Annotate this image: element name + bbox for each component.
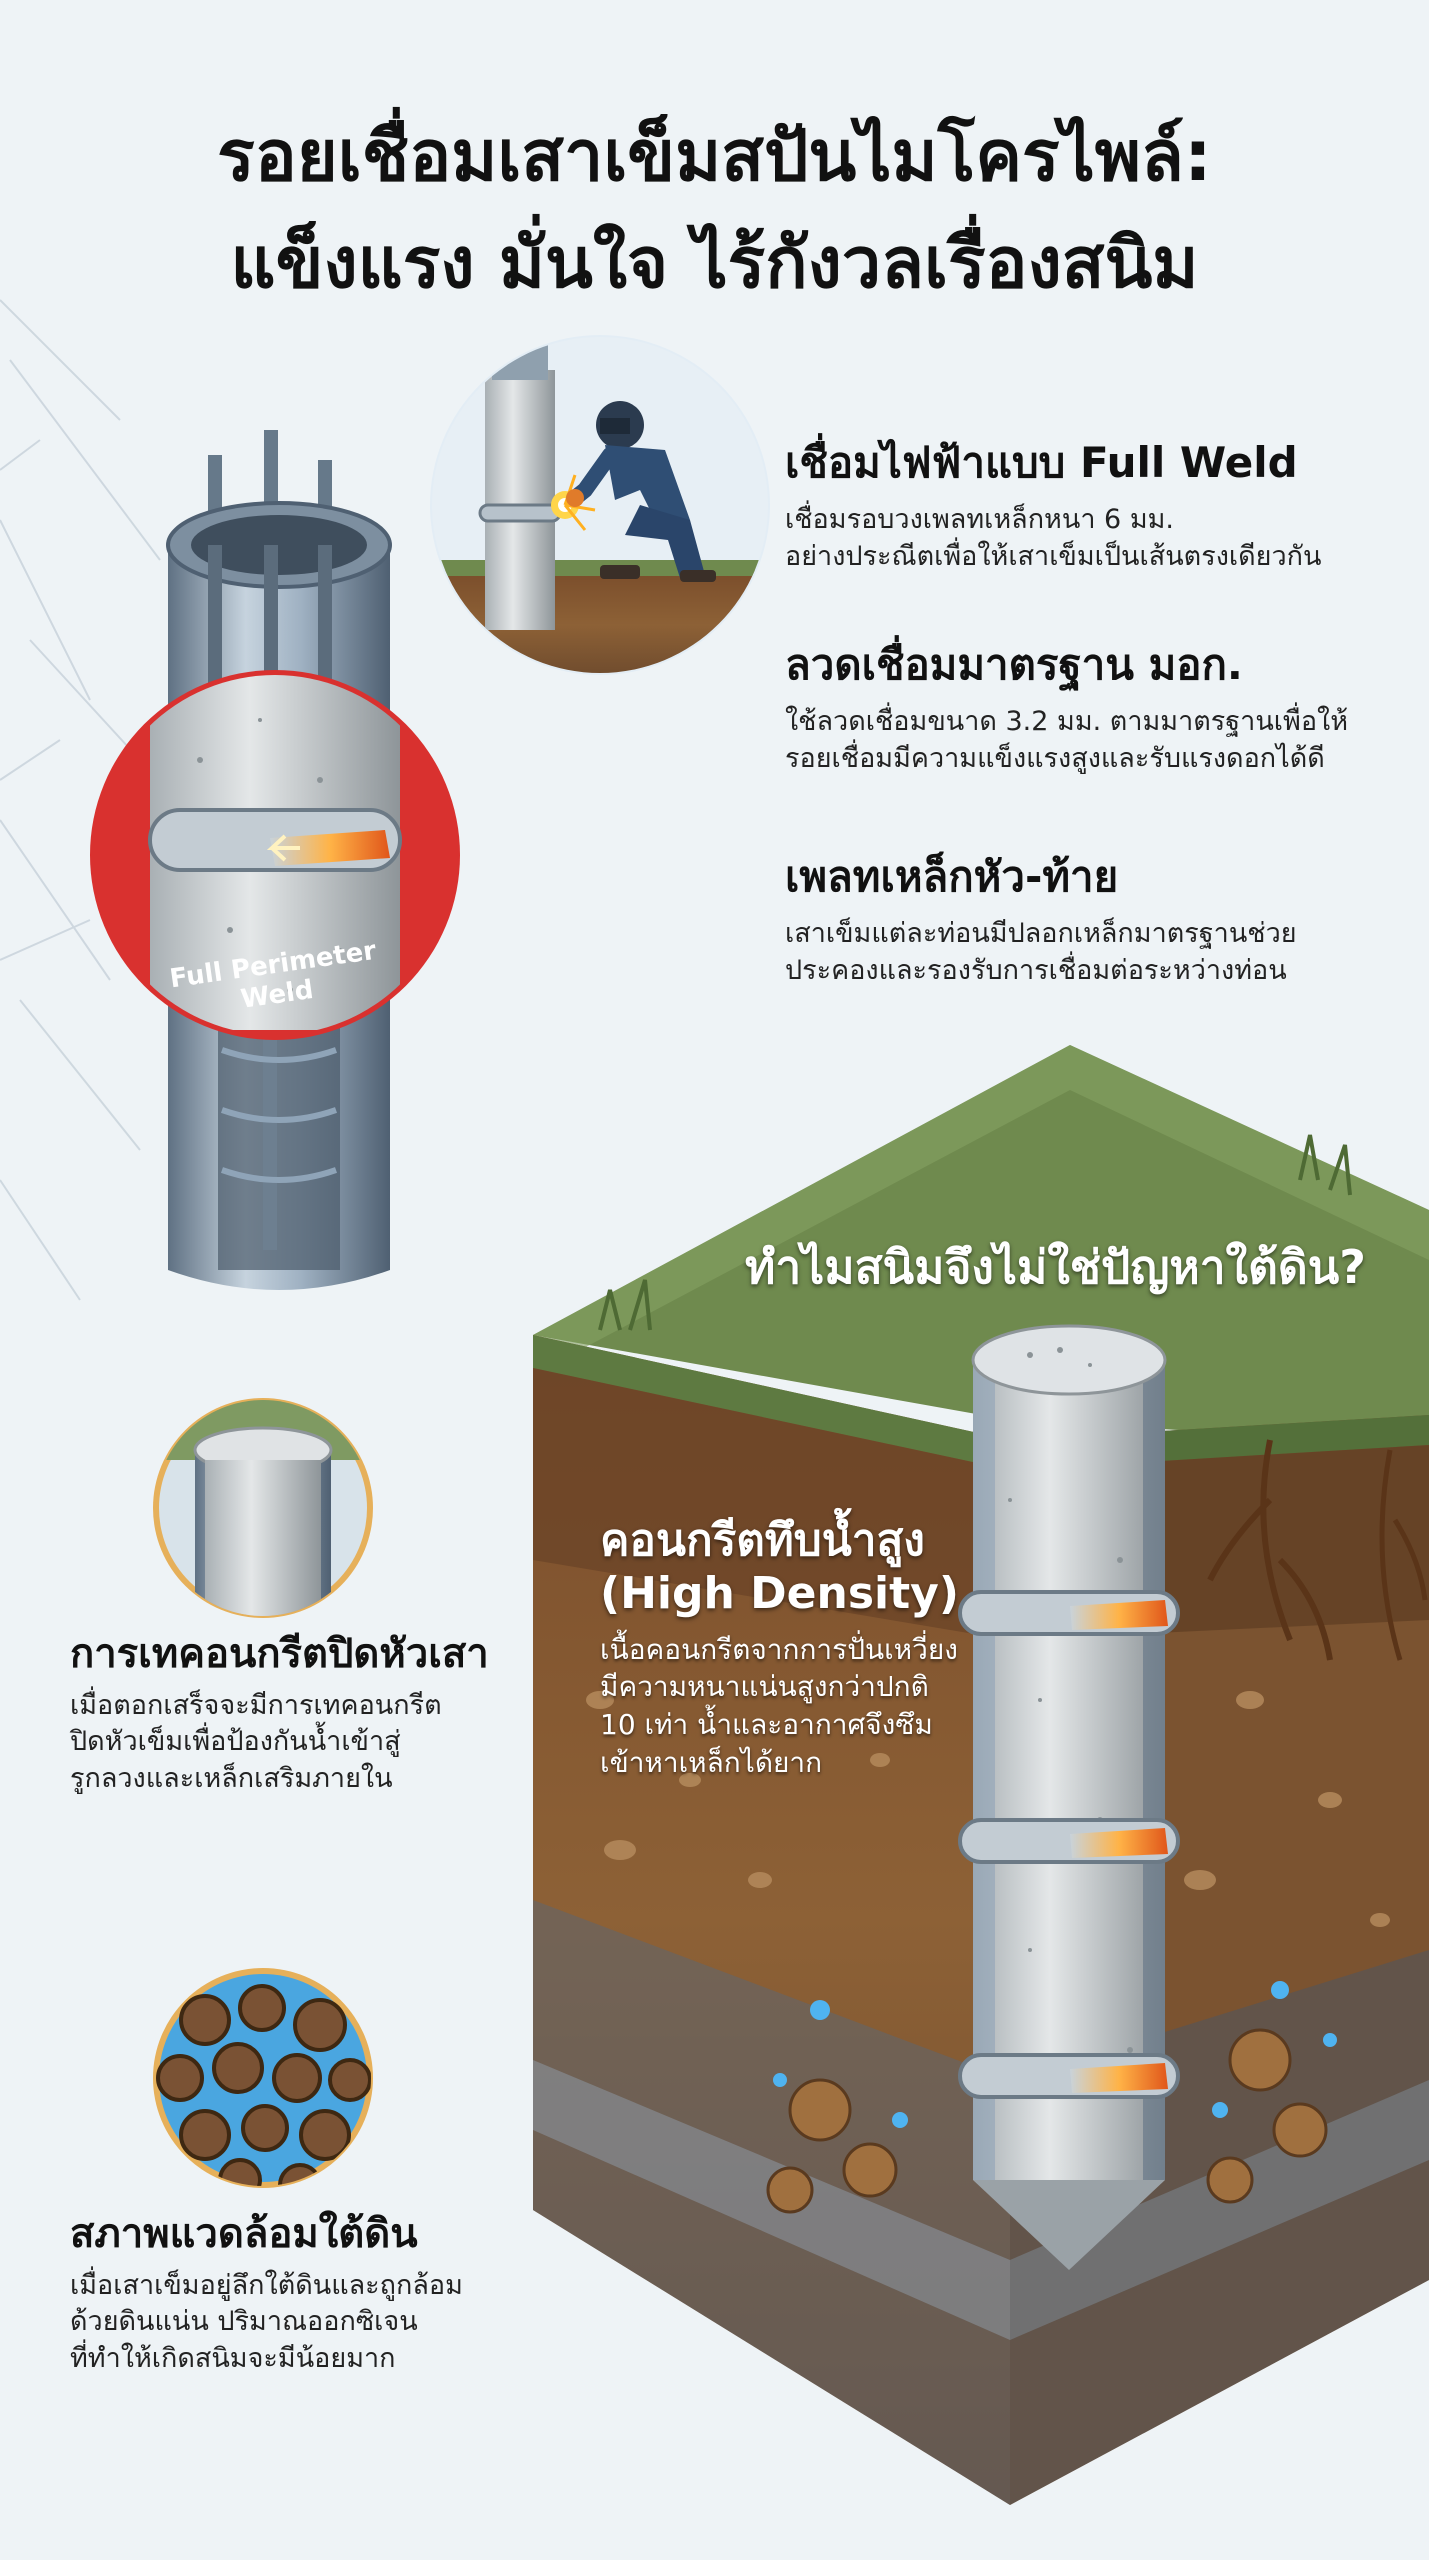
feature-desc-line: เสาเข็มแต่ละท่อนมีปลอกเหล็กมาตรฐานช่วย — [785, 918, 1297, 950]
page-title-line1: รอยเชื่อมเสาเข็มสปันไมโครไพล์: — [217, 115, 1212, 197]
concrete-desc-line: เนื้อคอนกรีตจากการปั่นเหวี่ยง — [600, 1632, 958, 1666]
cross-section-question: ทำไมสนิมจึงไม่ใช่ปัญหาใต้ดิน? — [745, 1240, 1366, 1294]
pile-cap-desc-line: ปิดหัวเข็มเพื่อป้องกันน้ำเข้าสู่ — [70, 1726, 401, 1758]
buried-pile — [766, 1324, 1337, 2270]
concrete-heading-line2: (High Density) — [600, 1567, 959, 1619]
weld-closeup-badge — [90, 670, 460, 1040]
soil-heading: สภาพแวดล้อมใต้ดิน — [70, 2211, 418, 2257]
feature-item: ลวดเชื่อมมาตรฐาน มอก. ใช้ลวดเชื่อมขนาด 3… — [785, 640, 1405, 852]
background-sketch-lines — [0, 299, 161, 1301]
soil-environment-illustration — [153, 1968, 373, 2188]
feature-desc-line: เชื่อมรอบวงเพลทเหล็กหนา 6 มม. — [785, 504, 1174, 536]
soil-desc-line: ที่ทำให้เกิดสนิมจะมีน้อยมาก — [70, 2342, 396, 2374]
soil-environment-section: สภาพแวดล้อมใต้ดิน เมื่อเสาเข็มอยู่ลึกใต้… — [70, 2210, 530, 2377]
soil-desc-line: ด้วยดินแน่น ปริมาณออกซิเจน — [70, 2306, 418, 2338]
feature-item: เพลทเหล็กหัว-ท้าย เสาเข็มแต่ละท่อนมีปลอก… — [785, 852, 1405, 989]
pile-cap-desc-line: รูกลวงและเหล็กเสริมภายใน — [70, 1762, 393, 1794]
feature-desc-line: ใช้ลวดเชื่อมขนาด 3.2 มม. ตามมาตรฐานเพื่อ… — [785, 706, 1349, 738]
soil-desc-line: เมื่อเสาเข็มอยู่ลึกใต้ดินและถูกล้อม — [70, 2270, 463, 2301]
ground-cross-section — [533, 1045, 1429, 2505]
feature-desc-line: รอยเชื่อมมีความแข็งแรงสูงและรับแรงดอกได้… — [785, 742, 1325, 774]
concrete-desc-line: 10 เท่า น้ำและอากาศจึงซึม — [600, 1708, 933, 1742]
concrete-heading-line1: คอนกรีตทึบน้ำสูง — [600, 1515, 925, 1566]
pile-cap-heading: การเทคอนกรีตปิดหัวเสา — [70, 1631, 489, 1677]
concrete-density-callout: คอนกรีตทึบน้ำสูง (High Density) เนื้อคอน… — [600, 1515, 990, 1782]
welder-illustration — [430, 335, 770, 675]
feature-desc-line: ประคองและรองรับการเชื่อมต่อระหว่างท่อน — [785, 954, 1287, 986]
pile-cap-illustration — [153, 1398, 373, 1618]
pile-cap-desc-line: เมื่อตอกเสร็จจะมีการเทคอนกรีต — [70, 1690, 442, 1721]
page-title-line2: แข็งแรง มั่นใจ ไร้กังวลเรื่องสนิม — [230, 222, 1199, 304]
concrete-desc-line: เข้าหาเหล็กได้ยาก — [600, 1745, 823, 1779]
feature-item: เชื่อมไฟฟ้าแบบ Full Weld เชื่อมรอบวงเพลท… — [785, 438, 1405, 640]
feature-heading: เชื่อมไฟฟ้าแบบ Full Weld — [785, 438, 1298, 487]
feature-list: เชื่อมไฟฟ้าแบบ Full Weld เชื่อมรอบวงเพลท… — [785, 438, 1405, 989]
concrete-desc-line: มีความหนาแน่นสูงกว่าปกติ — [600, 1670, 929, 1704]
feature-desc-line: อย่างประณีตเพื่อให้เสาเข็มเป็นเส้นตรงเดี… — [785, 540, 1322, 572]
feature-heading: ลวดเชื่อมมาตรฐาน มอก. — [785, 640, 1243, 689]
pile-cap-section: การเทคอนกรีตปิดหัวเสา เมื่อตอกเสร็จจะมีก… — [70, 1630, 530, 1797]
feature-heading: เพลทเหล็กหัว-ท้าย — [785, 852, 1119, 901]
